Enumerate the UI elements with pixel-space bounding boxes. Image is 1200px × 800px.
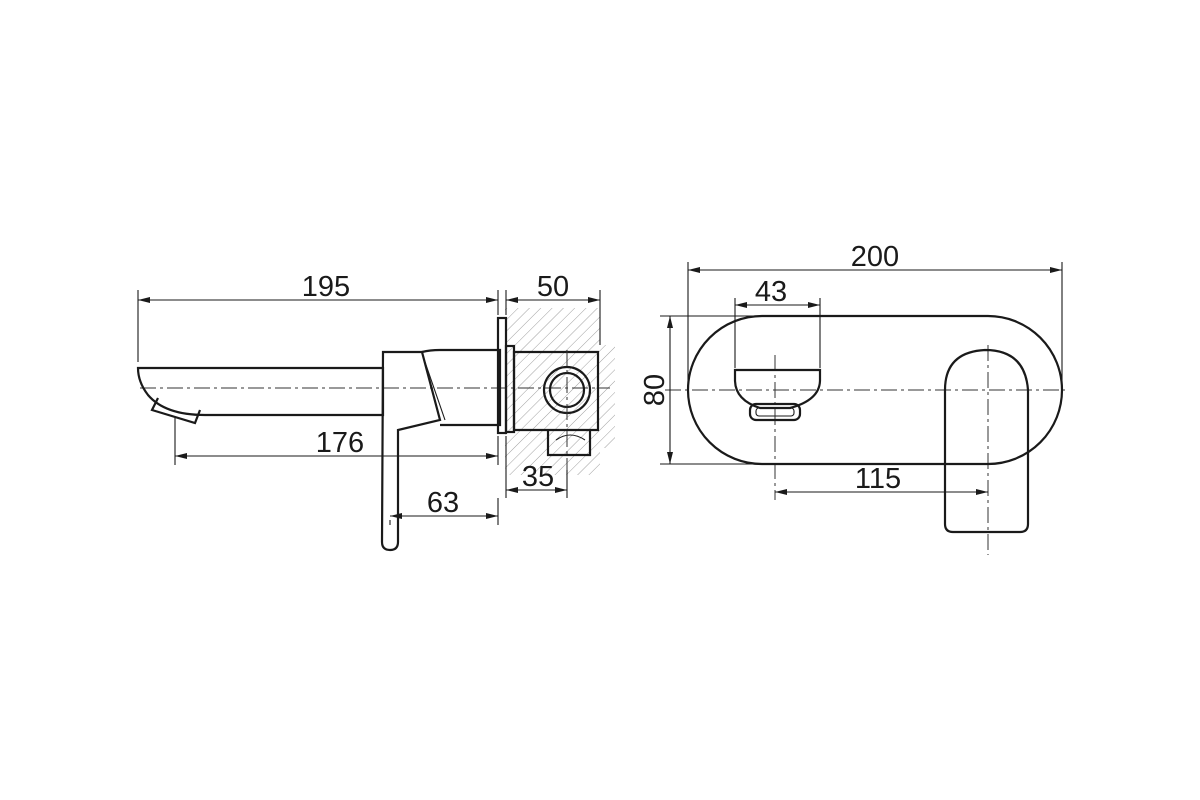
dim-label-176: 176 — [316, 427, 364, 459]
dimension-63: 63 — [389, 487, 499, 525]
dim-label-200: 200 — [851, 241, 899, 273]
dim-label-35: 35 — [522, 461, 554, 493]
front-lever — [943, 348, 1030, 534]
dim-label-43: 43 — [755, 276, 787, 308]
box-outlet — [546, 430, 592, 457]
dim-label-115: 115 — [855, 463, 901, 495]
dimension-80: 80 — [639, 315, 762, 465]
dim-label-63: 63 — [427, 487, 459, 519]
front-outlet — [733, 368, 822, 410]
outlet-arc — [555, 434, 586, 441]
dim-label-50: 50 — [537, 271, 569, 303]
body-chamfer — [424, 361, 446, 421]
dimension-115: 115 — [775, 463, 988, 495]
outlet-aerator-inner — [755, 407, 795, 417]
dimension-35: 35 — [505, 436, 568, 498]
concealed-box — [512, 350, 600, 432]
outlet-aerator — [748, 402, 802, 422]
spout-body — [136, 366, 385, 417]
front-wall-plate — [686, 314, 1064, 466]
dimension-195: 195 — [137, 271, 499, 362]
mixer-body — [421, 348, 502, 427]
dimension-200: 200 — [687, 241, 1063, 388]
aerator — [150, 397, 202, 425]
front-view: 200 43 80 115 — [639, 241, 1065, 555]
wall-hatching — [505, 308, 615, 475]
dimension-50: 50 — [505, 271, 601, 345]
side-view: 195 50 176 35 — [136, 271, 615, 552]
dim-label-195: 195 — [302, 271, 350, 303]
lever-handle — [380, 350, 442, 552]
dimension-176: 176 — [174, 418, 499, 465]
dim-label-80: 80 — [639, 374, 671, 406]
dimension-43: 43 — [734, 276, 821, 368]
